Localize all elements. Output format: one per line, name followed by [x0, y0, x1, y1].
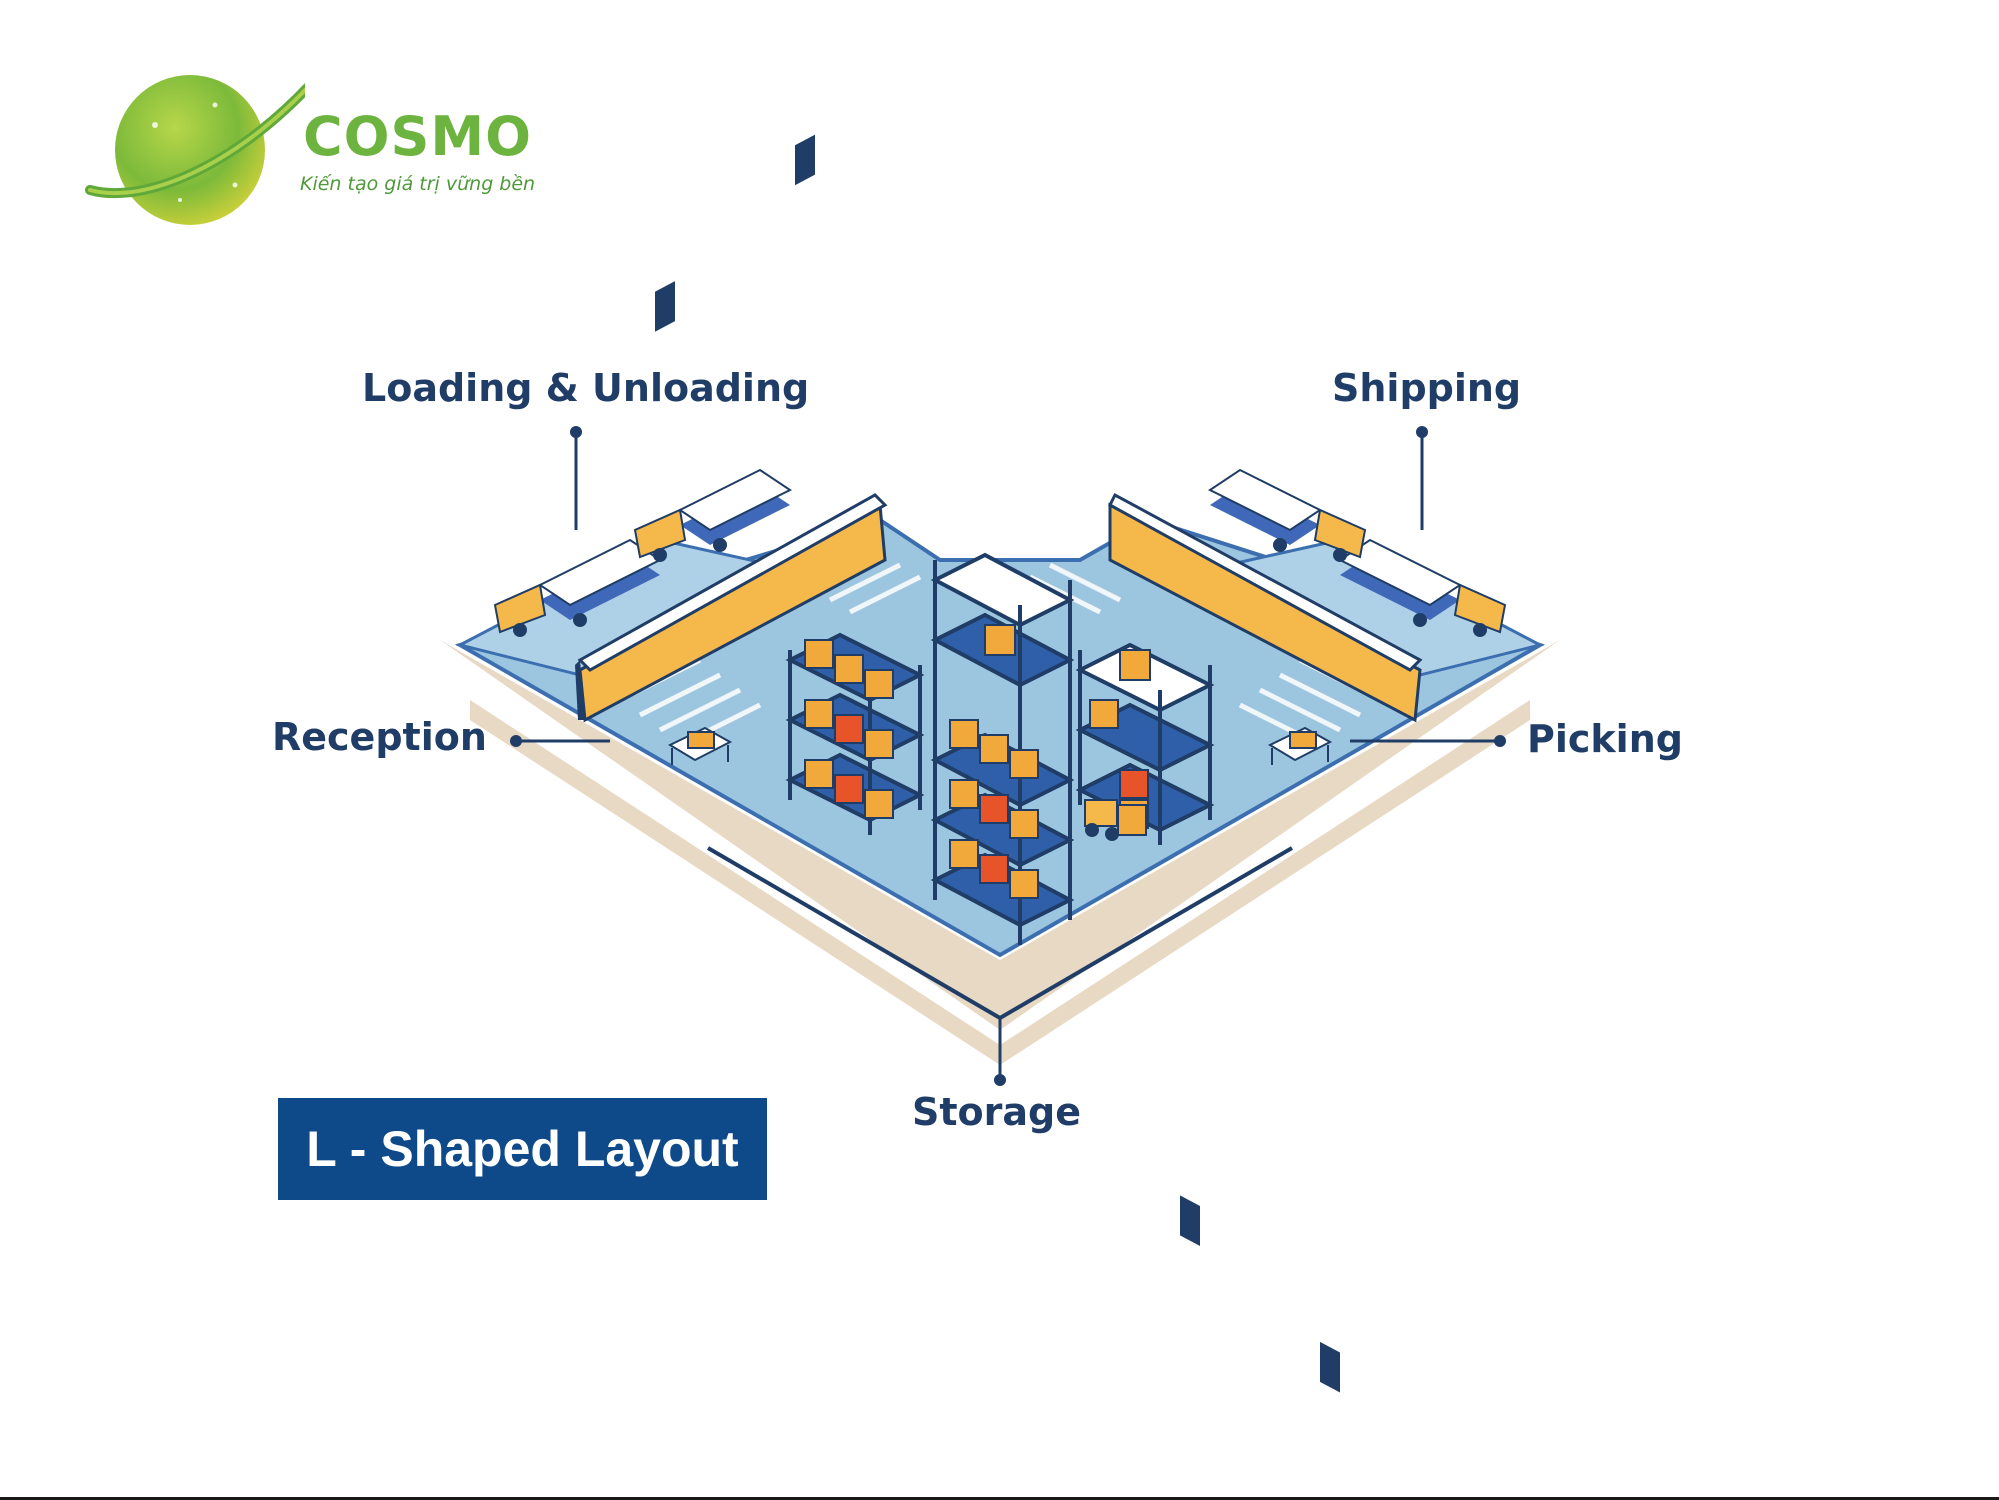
label-shipping: Shipping	[1332, 366, 1522, 410]
boxes	[804, 624, 1151, 899]
reception-cart	[667, 726, 733, 765]
label-loading-unloading: Loading & Unloading	[362, 366, 810, 410]
planet-logo-icon	[85, 75, 305, 225]
truck-left-2	[633, 468, 792, 562]
bottom-divider	[0, 1497, 1999, 1500]
picking-cart	[1267, 726, 1333, 765]
brand-tagline: Kiến tạo giá trị vững bền	[300, 173, 536, 195]
brand-name: COSMO	[303, 105, 533, 168]
truck-left-1	[493, 538, 662, 637]
label-storage: Storage	[912, 1090, 1081, 1134]
label-picking: Picking	[1527, 717, 1683, 761]
leader-dots	[510, 426, 1506, 1086]
layout-title-badge: L - Shaped Layout	[278, 1098, 767, 1200]
truck-right-2	[1208, 468, 1367, 562]
label-reception: Reception	[272, 715, 487, 759]
cosmo-logo: COSMO Kiến tạo giá trị vững bền	[85, 65, 565, 235]
leader-lines	[516, 432, 1500, 1080]
storage-bracket	[706, 846, 1294, 1020]
forklift	[1084, 799, 1147, 841]
